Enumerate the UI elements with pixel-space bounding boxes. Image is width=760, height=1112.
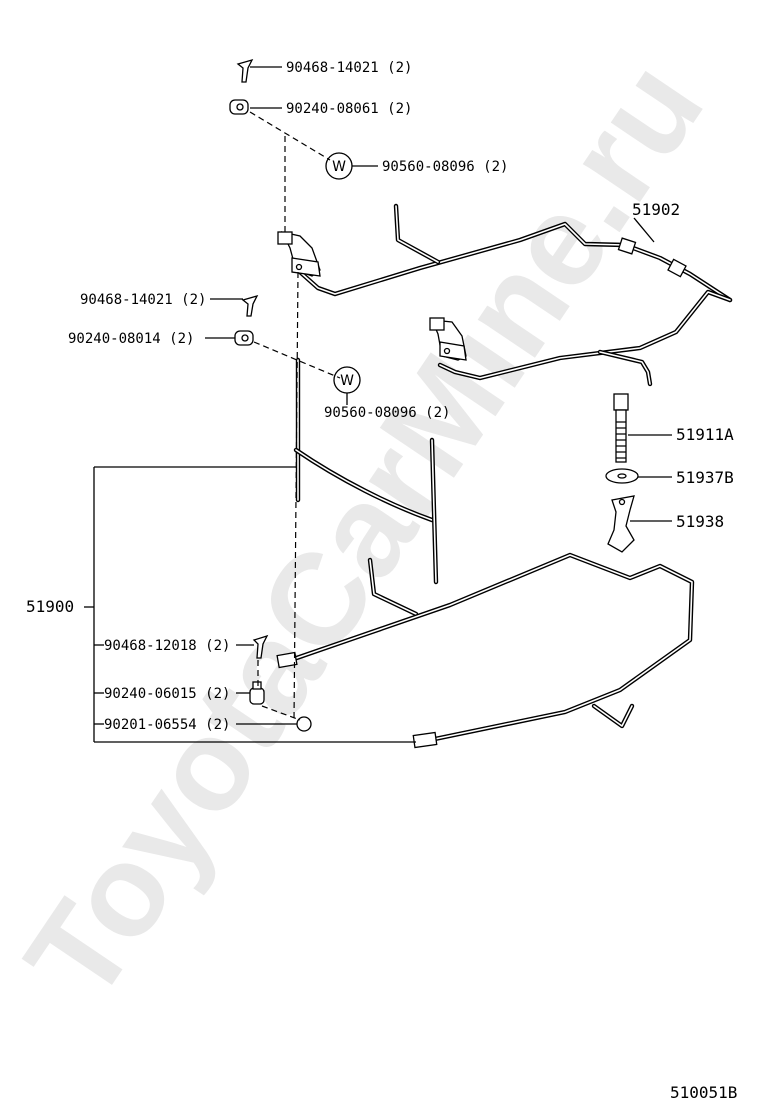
pin-90468-12018 bbox=[252, 634, 269, 659]
svg-text:W: W bbox=[332, 159, 346, 175]
callout-51938: 51938 bbox=[676, 512, 724, 531]
nut-90201-06554 bbox=[296, 716, 312, 732]
clevis-90240-06015 bbox=[249, 681, 265, 705]
hook-51938 bbox=[607, 495, 635, 553]
callout-90560-08096-lower: 90560-08096 (2) bbox=[324, 405, 450, 421]
clevis-90240-08014 bbox=[234, 330, 254, 346]
assembly-lines bbox=[249, 111, 341, 721]
callout-51900: 51900 bbox=[26, 597, 74, 616]
callout-90240-08014: 90240-08014 (2) bbox=[68, 331, 194, 347]
callout-90468-14021-upper: 90468-14021 (2) bbox=[286, 60, 412, 76]
leader-lines bbox=[84, 66, 672, 743]
callout-90201-06554: 90201-06554 (2) bbox=[104, 717, 230, 733]
spare-tire-carrier-51902 bbox=[277, 203, 733, 387]
pin-90468-14021-upper bbox=[236, 58, 254, 83]
washer-51937b bbox=[605, 468, 639, 484]
callout-90468-12018: 90468-12018 (2) bbox=[104, 638, 230, 654]
callout-90468-14021-middle: 90468-14021 (2) bbox=[80, 292, 206, 308]
pin-90468-14021-middle bbox=[241, 294, 259, 317]
svg-text:W: W bbox=[340, 373, 354, 389]
callout-51937b: 51937B bbox=[676, 468, 734, 487]
callout-90560-08096-upper: 90560-08096 (2) bbox=[382, 159, 508, 175]
callout-90240-08061: 90240-08061 (2) bbox=[286, 101, 412, 117]
washer-90560-lower: W bbox=[333, 366, 361, 394]
bolt-51911a bbox=[613, 393, 629, 463]
callout-90240-06015: 90240-06015 (2) bbox=[104, 686, 230, 702]
washer-90560-upper: W bbox=[325, 152, 353, 180]
callout-51911a: 51911A bbox=[676, 425, 734, 444]
clevis-90240-08061 bbox=[229, 99, 249, 115]
callout-51902: 51902 bbox=[632, 200, 680, 219]
diagram-code: 510051B bbox=[670, 1083, 737, 1102]
carrier-assembly-51900 bbox=[276, 357, 695, 749]
